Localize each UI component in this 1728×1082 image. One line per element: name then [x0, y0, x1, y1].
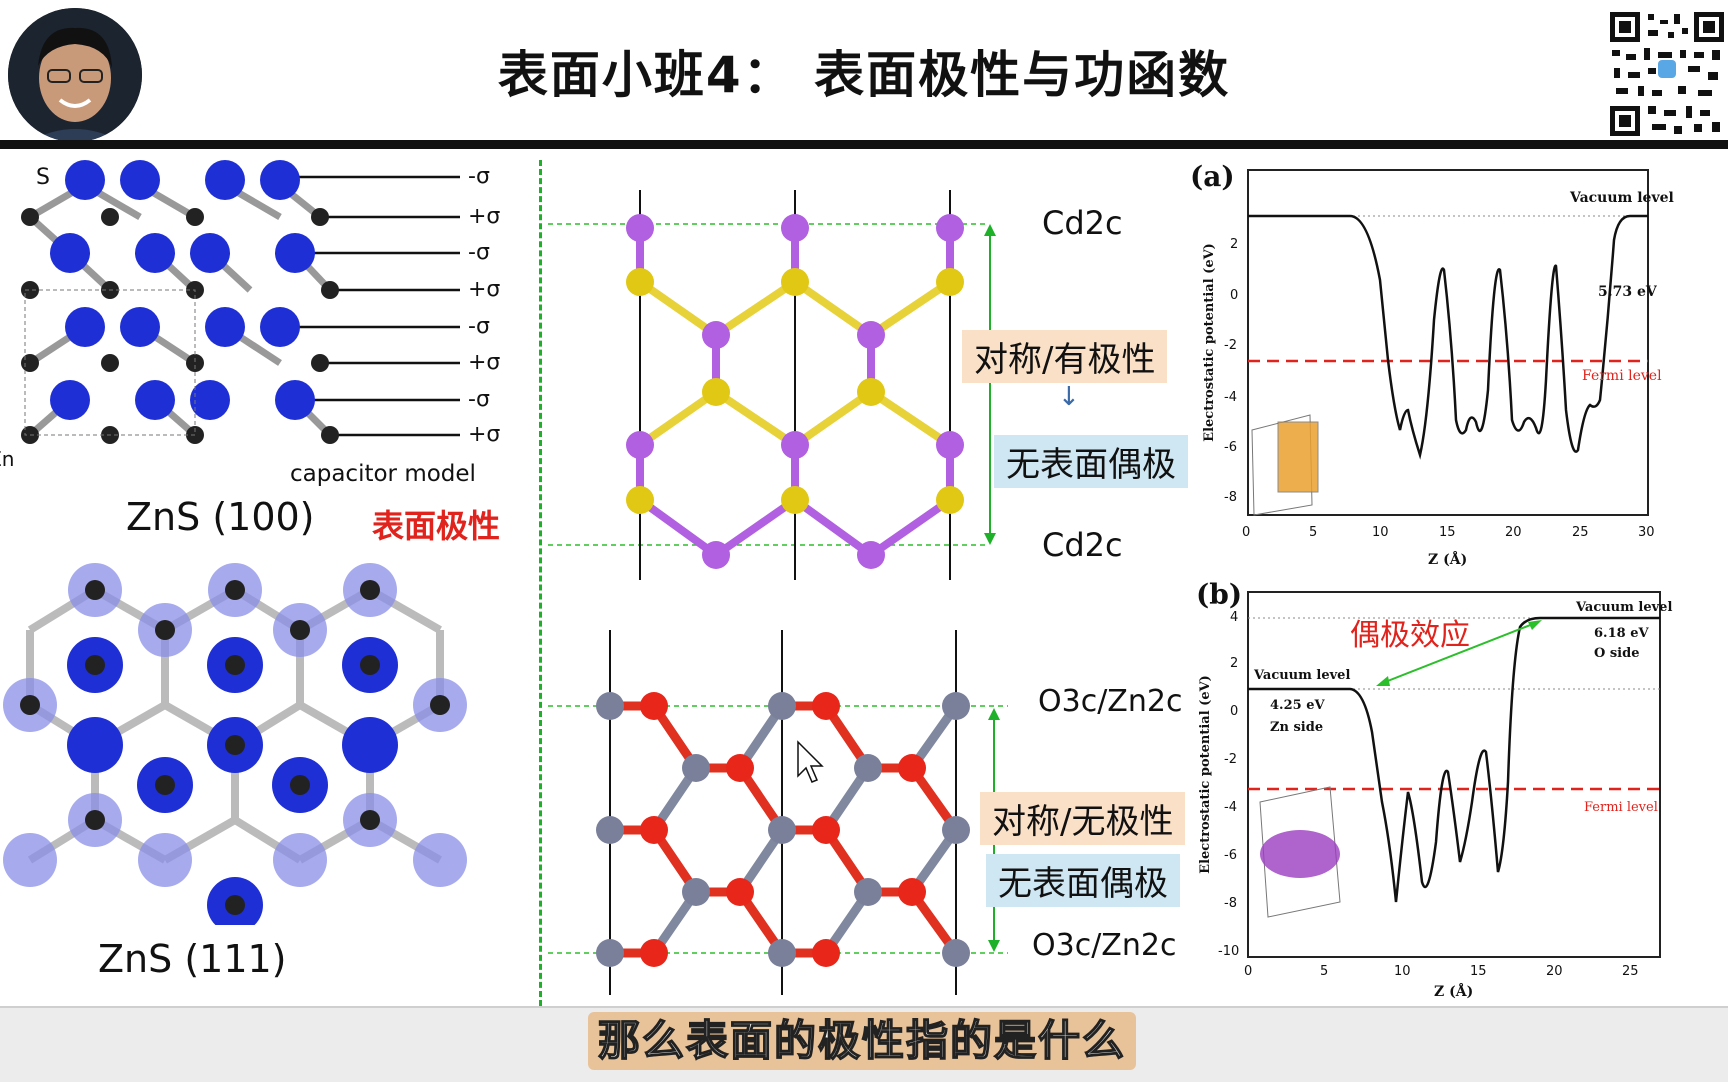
page-title: 表面小班4： 表面极性与功函数: [497, 46, 1231, 104]
zno-slab-figure: O3c/Zn2c O3c/Zn2c 对称/无极性 无表面偶极: [548, 630, 1188, 1000]
plot-a-chart: [1247, 169, 1649, 516]
plot-b-xlabel: Z (Å): [1434, 984, 1474, 1000]
zns-100-figure: S Zn -σ +σ -σ +σ -σ +σ -σ +σ capacitor m…: [0, 155, 535, 545]
zno-structure: [548, 630, 1008, 995]
plot-a-xlabel: Z (Å): [1428, 552, 1468, 568]
slide-header: 表面小班4： 表面极性与功函数: [0, 0, 1728, 142]
plot-b-xtick-25: 25: [1622, 964, 1639, 979]
dipole-effect-label: 偶极效应: [1350, 618, 1470, 653]
atom-label-s: S: [36, 165, 50, 190]
zno-bottom-label: O3c/Zn2c: [1032, 928, 1177, 963]
zno-top-label: O3c/Zn2c: [1038, 684, 1183, 719]
plot-a-vacuum-label: Vacuum level: [1570, 190, 1674, 206]
plot-a-xtick-10: 10: [1372, 525, 1389, 540]
charge-label-4: +σ: [468, 277, 501, 302]
plot-b-chart: [1247, 591, 1661, 958]
atom-label-zn: Zn: [0, 447, 15, 471]
cds-symmetry-tag: 对称/有极性: [962, 330, 1168, 383]
plot-b-ytick-m2: -2: [1224, 752, 1237, 767]
charge-label-6: +σ: [468, 350, 501, 375]
plot-a-xtick-30: 30: [1638, 525, 1655, 540]
plot-a-ytick-m6: -6: [1224, 440, 1237, 455]
charge-label-7: -σ: [468, 387, 490, 412]
zno-dipole-tag: 无表面偶极: [986, 854, 1180, 907]
plot-a-xtick-20: 20: [1505, 525, 1522, 540]
zns-111-title: ZnS (111): [98, 937, 287, 981]
capacitor-caption: capacitor model: [290, 461, 476, 487]
plot-b-right-value: 6.18 eV: [1594, 626, 1649, 641]
plot-b-ytick-m4: -4: [1224, 800, 1237, 815]
plot-b-xtick-10: 10: [1394, 964, 1411, 979]
plot-b-vacuum-left-label: Vacuum level: [1254, 668, 1351, 683]
plot-b-xtick-15: 15: [1470, 964, 1487, 979]
charge-label-1: -σ: [468, 164, 490, 189]
charge-label-2: +σ: [468, 204, 501, 229]
plot-a-xtick-15: 15: [1439, 525, 1456, 540]
plot-b-xtick-0: 0: [1244, 964, 1253, 979]
plot-a-ytick-2: 2: [1230, 237, 1239, 252]
plot-a-ylabel: Electrostatic potential (eV): [1201, 243, 1217, 442]
down-arrow-icon: ↓: [1058, 382, 1080, 412]
plot-a-ytick-0: 0: [1230, 288, 1239, 303]
qr-code-icon: [1608, 10, 1726, 138]
zno-symmetry-tag: 对称/无极性: [980, 792, 1186, 845]
plot-a-fermi-label: Fermi level: [1582, 368, 1662, 384]
plot-b-xtick-20: 20: [1546, 964, 1563, 979]
charge-label-5: -σ: [468, 314, 490, 339]
cds-slab-figure: Cd2c Cd2c 对称/有极性 ↓ 无表面偶极: [548, 160, 1188, 580]
plot-b-ytick-m10: -10: [1218, 944, 1240, 959]
plot-a-gap-label: 5.73 eV: [1598, 284, 1657, 300]
plot-b-ytick-m6: -6: [1224, 848, 1237, 863]
header-divider: [0, 140, 1728, 149]
plot-a-ytick-m8: -8: [1224, 490, 1237, 505]
charge-label-8: +σ: [468, 422, 501, 447]
cds-dipole-tag: 无表面偶极: [994, 435, 1188, 488]
plot-a-xtick-25: 25: [1572, 525, 1589, 540]
plot-b-ylabel: Electrostatic potential (eV): [1197, 675, 1213, 874]
plot-b-left-value: 4.25 eV: [1270, 698, 1325, 713]
plot-b-fermi-label: Fermi level: [1584, 800, 1658, 815]
plot-a-ytick-m2: -2: [1224, 338, 1237, 353]
plot-b-panel-label: (b): [1196, 578, 1243, 611]
zns-100-title: ZnS (100): [126, 495, 315, 539]
plot-b-ytick-4: 4: [1230, 610, 1239, 625]
plot-a-xtick-5: 5: [1309, 525, 1318, 540]
cds-bottom-label: Cd2c: [1042, 526, 1123, 564]
plot-b-left-side: Zn side: [1270, 720, 1324, 735]
potential-plot-a: (a) Vacuum level 5.73 eV Fermi level Ele…: [1190, 160, 1710, 570]
plot-a-xtick-0: 0: [1242, 525, 1251, 540]
charge-label-3: -σ: [468, 240, 490, 265]
plot-a-panel-label: (a): [1190, 160, 1235, 193]
zns-100-structure: [21, 160, 460, 444]
green-divider: [539, 160, 542, 1006]
zns-111-structure: [3, 563, 467, 933]
plot-b-xtick-5: 5: [1320, 964, 1329, 979]
video-subtitle: 那么表面的极性指的是什么: [588, 1012, 1137, 1070]
plot-b-vacuum-right-label: Vacuum level: [1576, 600, 1673, 615]
zns-111-figure: ZnS (111): [0, 555, 535, 1000]
plot-a-ytick-m4: -4: [1224, 390, 1237, 405]
cds-top-label: Cd2c: [1042, 204, 1123, 242]
mouse-cursor-icon: [797, 740, 824, 783]
plot-b-right-side: O side: [1594, 646, 1640, 661]
potential-plot-b: (b) 偶极效应 Vacuum level 6.18 eV O side Vac…: [1190, 578, 1720, 1002]
plot-b-ytick-m8: -8: [1224, 896, 1237, 911]
cds-structure: [548, 190, 996, 580]
surface-polarity-label: 表面极性: [372, 507, 501, 545]
plot-b-ytick-0: 0: [1230, 704, 1239, 719]
plot-b-ytick-2: 2: [1230, 656, 1239, 671]
